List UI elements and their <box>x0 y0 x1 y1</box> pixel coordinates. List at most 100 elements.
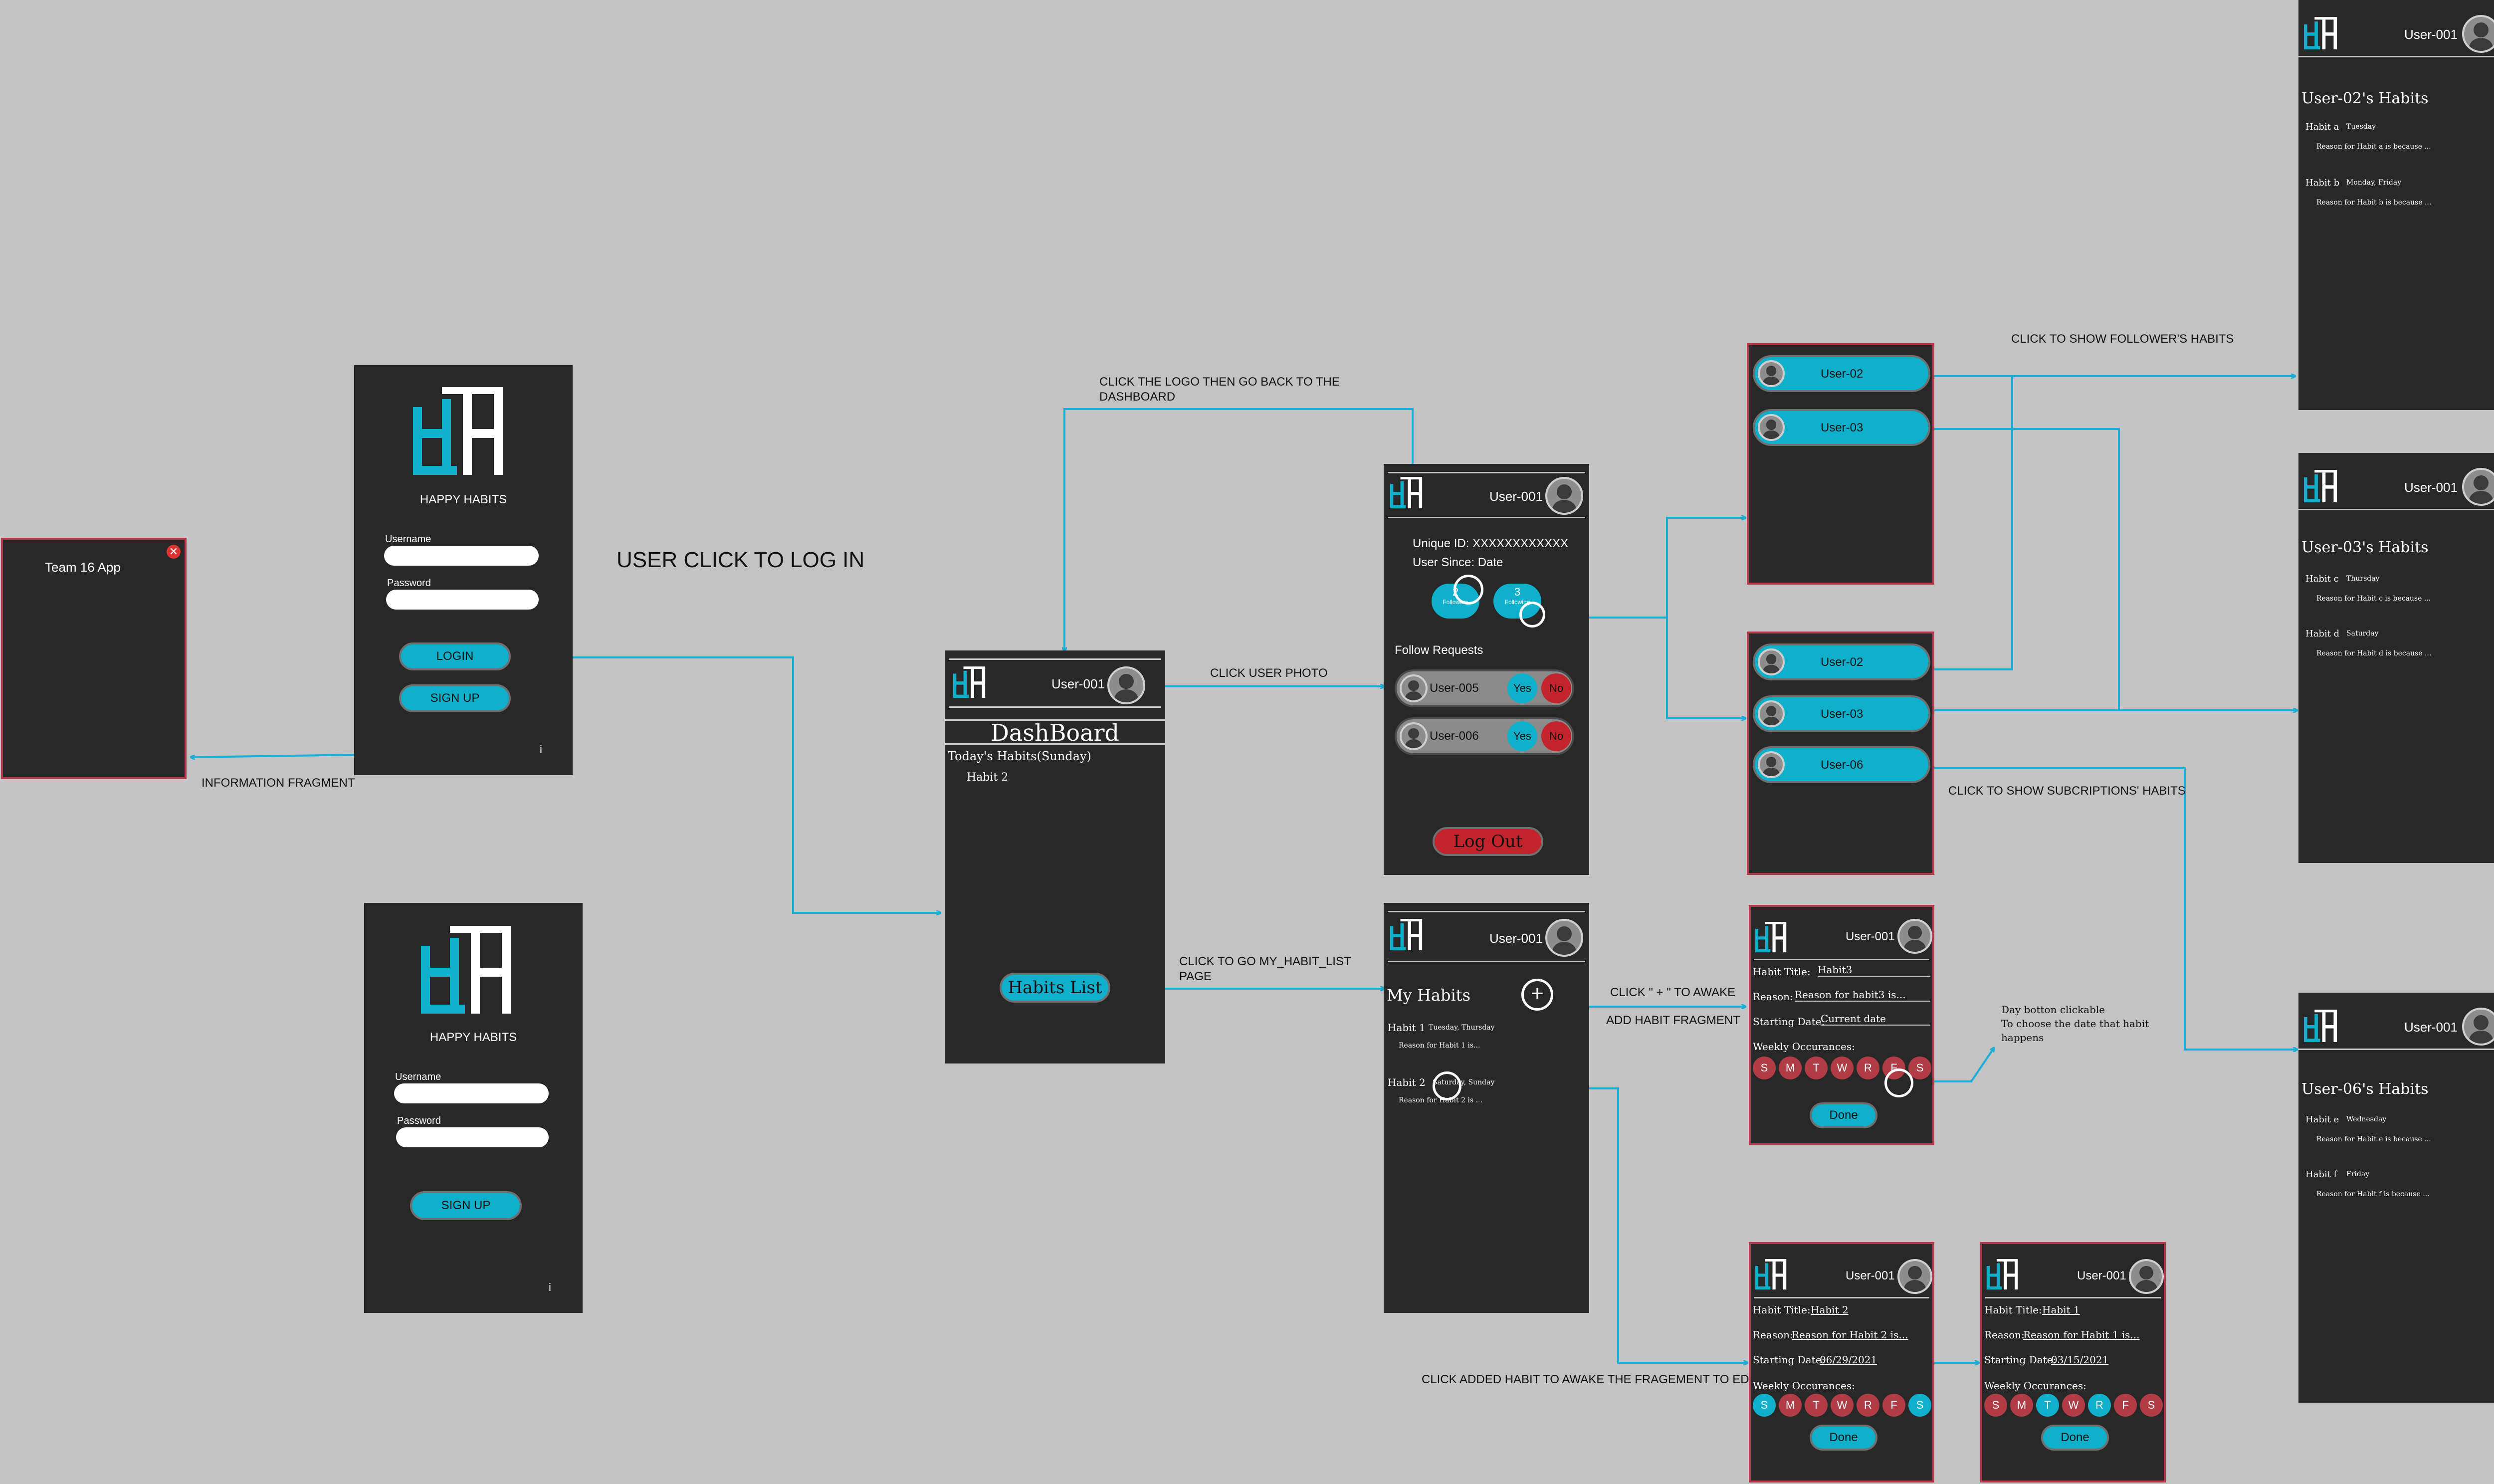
profile-screen: User-001 Unique ID: XXXXXXXXXXXX User Si… <box>1384 464 1589 875</box>
password-input[interactable] <box>386 590 539 610</box>
password-input[interactable] <box>396 1127 549 1147</box>
avatar[interactable] <box>1897 1259 1932 1294</box>
hh-logo[interactable] <box>952 666 987 699</box>
day-sun-button[interactable]: S <box>1753 1057 1776 1079</box>
day-wed-button[interactable]: W <box>2062 1394 2085 1417</box>
hh-logo[interactable] <box>1389 919 1424 952</box>
day-sat-button[interactable]: S <box>1908 1394 1931 1417</box>
habit-title-input[interactable]: Habit3 <box>1818 964 1930 977</box>
habit-title-input[interactable]: Habit 2 <box>1811 1304 1849 1316</box>
username-input[interactable] <box>394 1083 549 1103</box>
day-wed-button[interactable]: W <box>1831 1394 1854 1417</box>
login-button[interactable]: LOGIN <box>399 642 511 670</box>
hh-logo[interactable] <box>417 926 515 1018</box>
reason-input[interactable]: Reason for Habit 1 is... <box>2023 1329 2140 1341</box>
click-indicator <box>1519 602 1545 628</box>
following-number: 3 <box>1514 586 1521 598</box>
avatar[interactable] <box>2129 1259 2164 1294</box>
day-sun-button[interactable]: S <box>1984 1394 2007 1417</box>
habit-a-name: Habit a <box>2305 122 2339 132</box>
reason-label: Reason: <box>1984 1329 2025 1341</box>
avatar[interactable] <box>1897 919 1932 954</box>
arrow-u06 <box>1930 767 2297 1050</box>
username-label: Username <box>385 534 431 545</box>
avatar <box>1758 414 1785 441</box>
day-mon-button[interactable]: M <box>1779 1394 1802 1417</box>
header-username: User-001 <box>2404 480 2458 495</box>
avatar[interactable] <box>2462 15 2494 53</box>
starting-date-input[interactable]: 06/29/2021 <box>1820 1354 1877 1366</box>
user-photo-avatar[interactable] <box>1545 477 1583 515</box>
dashboard-title: DashBoard <box>991 719 1119 746</box>
accept-button[interactable]: Yes <box>1507 673 1537 703</box>
hh-logo[interactable] <box>1754 922 1788 954</box>
close-icon[interactable]: ✕ <box>167 545 181 559</box>
day-mon-button[interactable]: M <box>2010 1394 2033 1417</box>
done-button[interactable]: Done <box>1810 1102 1877 1128</box>
following-item-user-03[interactable]: User-03 <box>1753 695 1930 732</box>
day-tue-button[interactable]: T <box>1805 1394 1828 1417</box>
day-wed-button[interactable]: W <box>1831 1057 1854 1079</box>
signup-button[interactable]: SIGN UP <box>399 684 511 712</box>
follower-item-user-03[interactable]: User-03 <box>1753 409 1930 446</box>
password-label: Password <box>397 1115 441 1126</box>
signup-button[interactable]: SIGN UP <box>410 1191 522 1220</box>
habit-title-input[interactable]: Habit 1 <box>2042 1304 2080 1316</box>
today-habit-item[interactable]: Habit 2 <box>967 771 1009 784</box>
following-item-user-06[interactable]: User-06 <box>1753 746 1930 783</box>
day-thu-button[interactable]: R <box>2088 1394 2111 1417</box>
done-button[interactable]: Done <box>1810 1425 1877 1451</box>
follower-item-user-02[interactable]: User-02 <box>1753 355 1930 392</box>
starting-date-input[interactable]: Current date <box>1821 1013 1930 1026</box>
user-photo-avatar[interactable] <box>1545 919 1583 957</box>
day-fri-button[interactable]: F <box>2114 1394 2137 1417</box>
day-fri-button[interactable]: F <box>1882 1394 1905 1417</box>
habit-a-days: Tuesday <box>2346 123 2376 131</box>
following-label: Following <box>1504 599 1530 606</box>
day-buttons: S M T W R F S <box>1753 1394 1932 1418</box>
user-photo-avatar[interactable] <box>1107 666 1145 704</box>
info-icon[interactable]: i <box>540 743 542 756</box>
reason-input[interactable]: Reason for habit3 is... <box>1795 989 1930 1002</box>
day-tue-button[interactable]: T <box>2036 1394 2059 1417</box>
reject-button[interactable]: No <box>1541 721 1571 751</box>
username-input[interactable] <box>384 546 539 566</box>
habit-c-reason: Reason for Habit c is because ... <box>2316 595 2431 603</box>
hh-logo[interactable] <box>1389 477 1424 510</box>
reject-button[interactable]: No <box>1541 673 1571 703</box>
brand-name: HAPPY HABITS <box>429 1031 517 1044</box>
starting-date-input[interactable]: 03/15/2021 <box>2051 1354 2109 1366</box>
info-icon[interactable]: i <box>549 1281 551 1293</box>
habit-2-reason: Reason for Habit 2 is ... <box>1399 1096 1482 1104</box>
hh-logo[interactable] <box>2302 470 2338 504</box>
add-plus-icon[interactable]: + <box>1521 979 1553 1011</box>
info-fragment: Team 16 App ✕ <box>1 538 187 779</box>
day-sat-button[interactable]: S <box>2140 1394 2163 1417</box>
habit-1-name[interactable]: Habit 1 <box>1388 1022 1426 1034</box>
day-sun-button[interactable]: S <box>1753 1394 1776 1417</box>
divider <box>945 743 1165 745</box>
avatar[interactable] <box>2462 1008 2494 1046</box>
following-username: User-02 <box>1821 655 1864 669</box>
accept-button[interactable]: Yes <box>1507 721 1537 751</box>
day-mon-button[interactable]: M <box>1779 1057 1802 1079</box>
habit-d-reason: Reason for Habit d is because ... <box>2316 649 2432 657</box>
hh-logo[interactable] <box>409 387 507 479</box>
reason-input[interactable]: Reason for Habit 2 is... <box>1792 1329 1908 1341</box>
arrow-u03-a <box>1930 428 2297 710</box>
avatar[interactable] <box>2462 468 2494 506</box>
following-item-user-02[interactable]: User-02 <box>1753 643 1930 680</box>
done-button[interactable]: Done <box>2041 1425 2109 1451</box>
hh-logo[interactable] <box>1985 1259 2019 1291</box>
arrow-following <box>1666 618 1746 718</box>
day-sat-button[interactable]: S <box>1908 1057 1931 1079</box>
day-tue-button[interactable]: T <box>1805 1057 1828 1079</box>
day-thu-button[interactable]: R <box>1857 1057 1879 1079</box>
habits-list-button[interactable]: Habits List <box>1000 973 1110 1003</box>
hh-logo[interactable] <box>1754 1259 1788 1291</box>
hh-logo[interactable] <box>2302 17 2338 51</box>
day-thu-button[interactable]: R <box>1857 1394 1879 1417</box>
hh-logo[interactable] <box>2302 1010 2338 1044</box>
habit-2-name[interactable]: Habit 2 <box>1388 1076 1426 1088</box>
logout-button[interactable]: Log Out <box>1433 827 1543 856</box>
